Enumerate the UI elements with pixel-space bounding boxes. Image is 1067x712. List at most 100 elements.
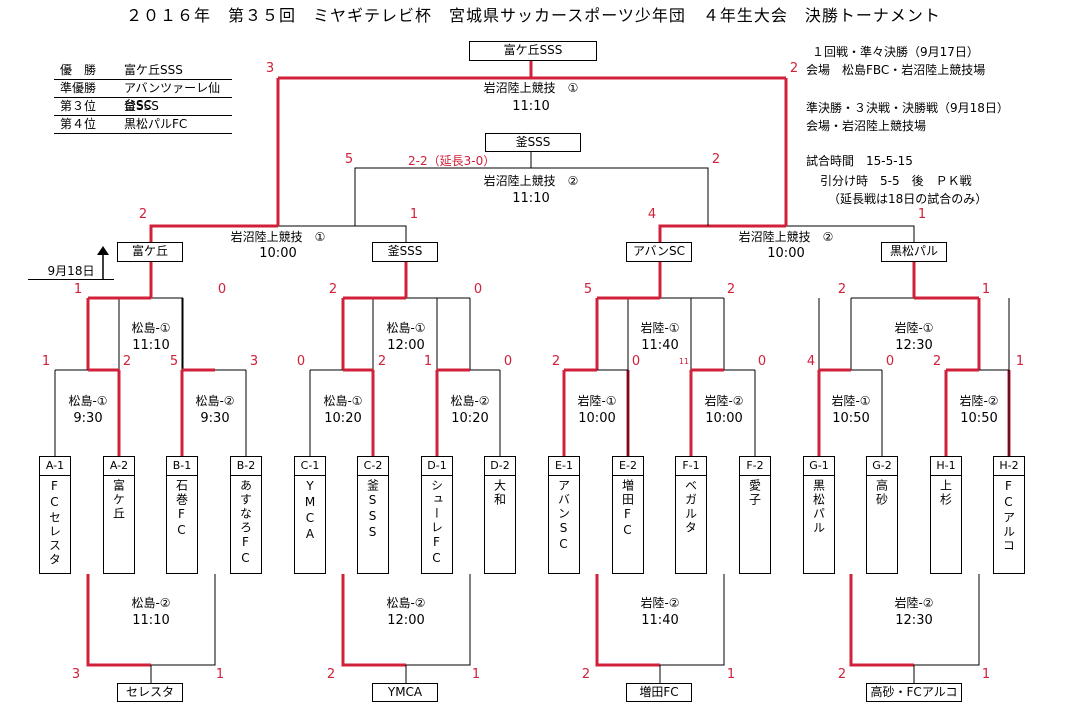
r1-time: 10:50 <box>832 411 870 426</box>
team-code: B-2 <box>231 457 261 476</box>
qf-score: 0 <box>217 282 227 297</box>
team-name: 富ケ丘 <box>111 479 126 521</box>
r1-score: 5 <box>169 354 179 369</box>
r1-score: 0 <box>885 354 895 369</box>
consolation-score: 1 <box>215 667 225 682</box>
qf-venue: 松島-① <box>131 321 171 335</box>
up-arrow-icon <box>97 246 109 280</box>
team-code: A-2 <box>104 457 134 476</box>
r1-venue: 松島-① <box>323 394 363 408</box>
result-team: アバンツァーレ仙台SC <box>124 81 221 112</box>
date-label: 9月18日 <box>28 262 114 280</box>
info-extra-time-note: （延長戦は18日の試合のみ） <box>828 192 988 206</box>
result-pos: 優 勝 <box>60 63 97 77</box>
qf-time: 12:30 <box>895 338 933 353</box>
bracket-path <box>151 574 216 666</box>
final-time: 11:10 <box>512 99 550 114</box>
consolation-time: 11:10 <box>132 613 170 628</box>
team-code: B-1 <box>167 457 197 476</box>
info-match-time: 試合時間 15-5-15 <box>806 154 913 168</box>
qf-score: 5 <box>583 282 593 297</box>
team-box: F-2 愛子 <box>739 456 771 574</box>
r1-score: 0 <box>631 354 641 369</box>
third-score-right: 2 <box>711 152 721 167</box>
team-name: 愛子 <box>747 479 762 507</box>
info-schedule-1: １回戦・準々決勝（9月17日） <box>812 45 979 59</box>
team-code: E-2 <box>613 457 643 476</box>
team-name: 増田FC <box>620 479 635 539</box>
team-name: 上杉 <box>938 479 953 507</box>
r1-score: 0 <box>503 354 513 369</box>
r1-venue: 岩陸-① <box>577 394 617 408</box>
team-code: A-1 <box>40 457 70 476</box>
winner-path <box>341 574 406 667</box>
winner-path <box>658 224 786 242</box>
info-draw-rule: 引分け時 5-5 後 ＰＫ戦 <box>820 174 972 188</box>
r1-venue: 岩陸-① <box>831 394 871 408</box>
r1-venue: 松島-② <box>195 394 235 408</box>
qf-time: 11:40 <box>641 338 679 353</box>
semi-team-box: 富ケ丘 <box>117 242 183 262</box>
qf-time: 11:10 <box>132 338 170 353</box>
consolation-venue: 岩陸-② <box>640 596 680 610</box>
third-score-note: 2-2（延長3-0） <box>408 154 496 168</box>
result-team: 釜SSS <box>124 99 159 113</box>
final-winner-box: 富ケ丘SSS <box>469 41 597 61</box>
qf-time: 12:00 <box>387 338 425 353</box>
team-code: H-2 <box>994 457 1024 476</box>
semi-score: 1 <box>917 207 927 222</box>
r1-time: 9:30 <box>73 411 103 426</box>
results-table: 優 勝富ケ丘SSS 準優勝アバンツァーレ仙台SC 第３位釜SSS 第４位黒松パル… <box>54 62 232 134</box>
r1-score: 2 <box>932 354 942 369</box>
r1-score: 0 <box>296 354 306 369</box>
team-name: 釜SSS <box>365 479 380 541</box>
team-box: G-1 黒松パル <box>803 456 835 574</box>
team-code: G-1 <box>804 457 834 476</box>
bracket-path <box>531 167 709 226</box>
r1-score: 2 <box>377 354 387 369</box>
winner-path <box>595 574 660 667</box>
team-code: D-1 <box>422 457 452 476</box>
team-code: C-2 <box>358 457 388 476</box>
r1-venue: 岩陸-② <box>959 394 999 408</box>
team-name: 石巻FC <box>174 479 189 539</box>
consolation-score: 2 <box>837 667 847 682</box>
r1-time: 10:20 <box>324 411 362 426</box>
semi-score: 4 <box>647 207 657 222</box>
qf-score: 2 <box>837 282 847 297</box>
third-winner-box: 釜SSS <box>485 133 581 152</box>
result-row: 第３位釜SSS <box>54 98 232 116</box>
bracket-path <box>660 574 725 666</box>
team-name: 黒松パル <box>811 479 826 535</box>
consolation-venue: 岩陸-② <box>894 596 934 610</box>
team-code: F-1 <box>676 457 706 476</box>
team-box: A-2 富ケ丘 <box>103 456 135 574</box>
qf-venue: 松島-① <box>386 321 426 335</box>
semi-venue: 岩沼陸上競技 ① <box>230 230 326 244</box>
semi-team-box: 釜SSS <box>372 242 438 262</box>
third-venue: 岩沼陸上競技 ② <box>483 174 579 188</box>
team-box: D-1 シューレFC <box>421 456 453 574</box>
result-pos: 準優勝 <box>60 81 97 95</box>
info-venue-1: 会場 松島FBC・岩沼陸上競技場 <box>806 63 986 77</box>
bracket-path <box>354 167 531 226</box>
r1-score: 2 <box>551 354 561 369</box>
final-venue: 岩沼陸上競技 ① <box>483 81 579 95</box>
qf-venue: 岩陸-① <box>640 321 680 335</box>
consolation-score: 1 <box>726 667 736 682</box>
r1-venue: 松島-② <box>450 394 490 408</box>
team-code: F-2 <box>740 457 770 476</box>
team-name: YMCA <box>303 479 317 543</box>
info-schedule-2: 準決勝・３決戦・決勝戦（9月18日） <box>806 101 1009 115</box>
team-code: E-1 <box>549 457 579 476</box>
team-name: シューレFC <box>429 479 444 567</box>
